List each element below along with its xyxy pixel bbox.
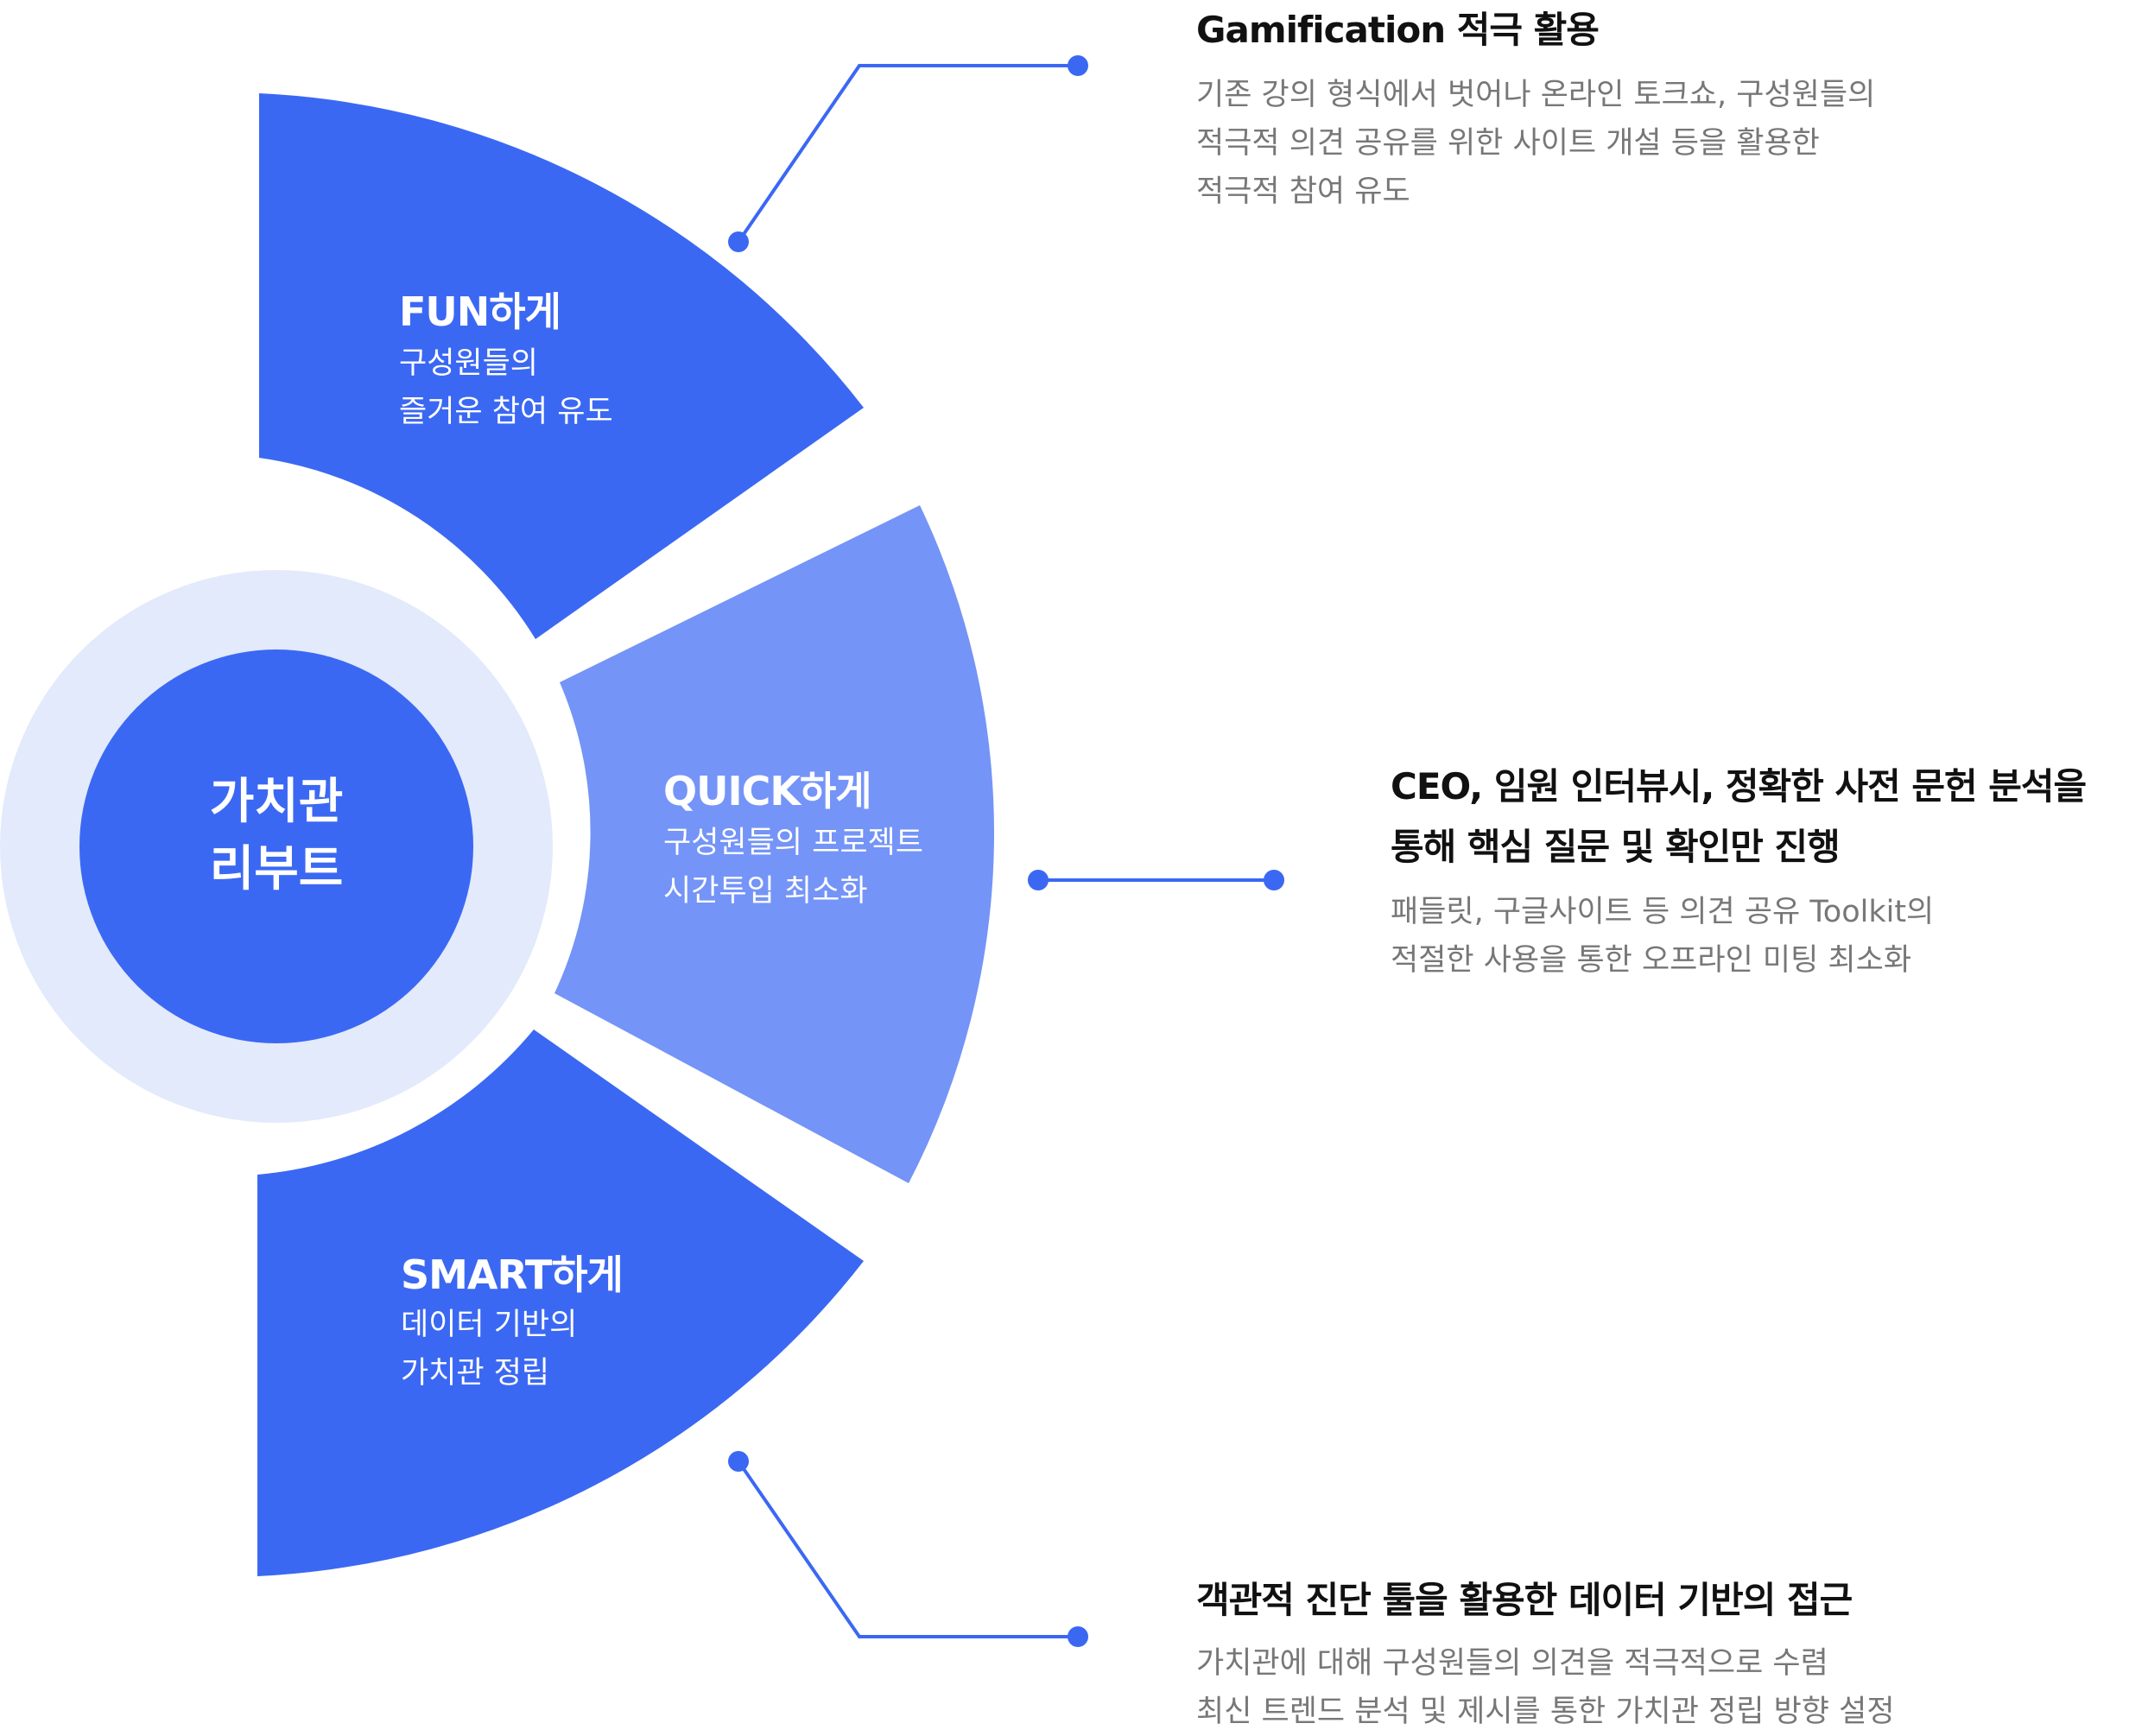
detail-quick-title-line2: 통해 핵심 질문 및 확인만 진행 bbox=[1391, 826, 1841, 868]
segment-quick-title: QUICK하게 bbox=[663, 768, 872, 814]
segment-quick-desc-line2: 시간투입 최소화 bbox=[663, 874, 868, 909]
detail-fun-desc-line3: 적극적 참여 유도 bbox=[1196, 174, 1410, 209]
segment-fun-title: FUN하게 bbox=[399, 288, 561, 335]
segment-quick-desc: 구성원들의 프로젝트 시간투입 최소화 bbox=[663, 819, 923, 916]
connector-line-smart bbox=[737, 1460, 1078, 1638]
segment-smart bbox=[257, 1030, 864, 1576]
connector-dot-quick-start bbox=[1028, 870, 1049, 890]
segment-quick-desc-line1: 구성원들의 프로젝트 bbox=[663, 826, 923, 860]
connector-dot-fun-end bbox=[1068, 55, 1088, 76]
detail-smart-title: 객관적 진단 툴을 활용한 데이터 기반의 접근 bbox=[1196, 1579, 1853, 1621]
detail-quick-desc-line1: 패들릿, 구글사이트 등 의견 공유 Toolkit의 bbox=[1391, 895, 1935, 929]
segment-smart-desc-line2: 가치관 정립 bbox=[401, 1356, 550, 1391]
center-label: 가치관 리부트 bbox=[112, 769, 440, 903]
segment-smart-desc: 데이터 기반의 가치관 정립 bbox=[401, 1301, 577, 1397]
connector-dot-fun-start bbox=[728, 231, 749, 252]
detail-smart-desc: 가치관에 대해 구성원들의 의견을 적극적으로 수렴 최신 트렌드 분석 및 제… bbox=[1196, 1639, 1895, 1736]
connector-dot-smart-start bbox=[728, 1451, 749, 1472]
segment-smart-desc-line1: 데이터 기반의 bbox=[401, 1308, 578, 1342]
connector-line-fun bbox=[737, 64, 1078, 244]
center-circle bbox=[79, 649, 473, 1043]
detail-fun-desc-line1: 기존 강의 형식에서 벗어나 온라인 토크쇼, 구성원들의 bbox=[1196, 78, 1876, 112]
segment-fun bbox=[259, 93, 864, 639]
segment-smart-title: SMART하게 bbox=[401, 1251, 624, 1298]
segment-fun-desc-line1: 구성원들의 bbox=[399, 346, 539, 381]
detail-fun-title: Gamification 적극 활용 bbox=[1196, 9, 1600, 51]
segment-quick bbox=[554, 505, 995, 1183]
center-label-line2: 리부트 bbox=[209, 841, 344, 897]
connector-dot-smart-end bbox=[1068, 1626, 1088, 1647]
center-label-line1: 가치관 bbox=[209, 774, 344, 830]
detail-fun-desc: 기존 강의 형식에서 벗어나 온라인 토크쇼, 구성원들의 적극적 의견 공유를… bbox=[1196, 71, 1875, 216]
detail-quick-title: CEO, 임원 인터뷰시, 정확한 사전 문헌 분석을 통해 핵심 질문 및 확… bbox=[1391, 757, 2087, 878]
detail-quick-desc-line2: 적절한 사용을 통한 오프라인 미팅 최소화 bbox=[1391, 943, 1912, 978]
detail-quick-desc: 패들릿, 구글사이트 등 의견 공유 Toolkit의 적절한 사용을 통한 오… bbox=[1391, 888, 1934, 985]
detail-fun-desc-line2: 적극적 의견 공유를 위한 사이트 개설 등을 활용한 bbox=[1196, 126, 1820, 161]
connector-dot-quick-end bbox=[1264, 870, 1284, 890]
segment-fun-desc: 구성원들의 즐거운 참여 유도 bbox=[399, 339, 613, 436]
detail-smart-desc-line1: 가치관에 대해 구성원들의 의견을 적극적으로 수렴 bbox=[1196, 1646, 1828, 1681]
detail-quick-title-line1: CEO, 임원 인터뷰시, 정확한 사전 문헌 분석을 bbox=[1391, 765, 2087, 808]
segment-fun-desc-line2: 즐거운 참여 유도 bbox=[399, 395, 613, 429]
detail-smart-desc-line2: 최신 트렌드 분석 및 제시를 통한 가치관 정립 방향 설정 bbox=[1196, 1695, 1895, 1729]
